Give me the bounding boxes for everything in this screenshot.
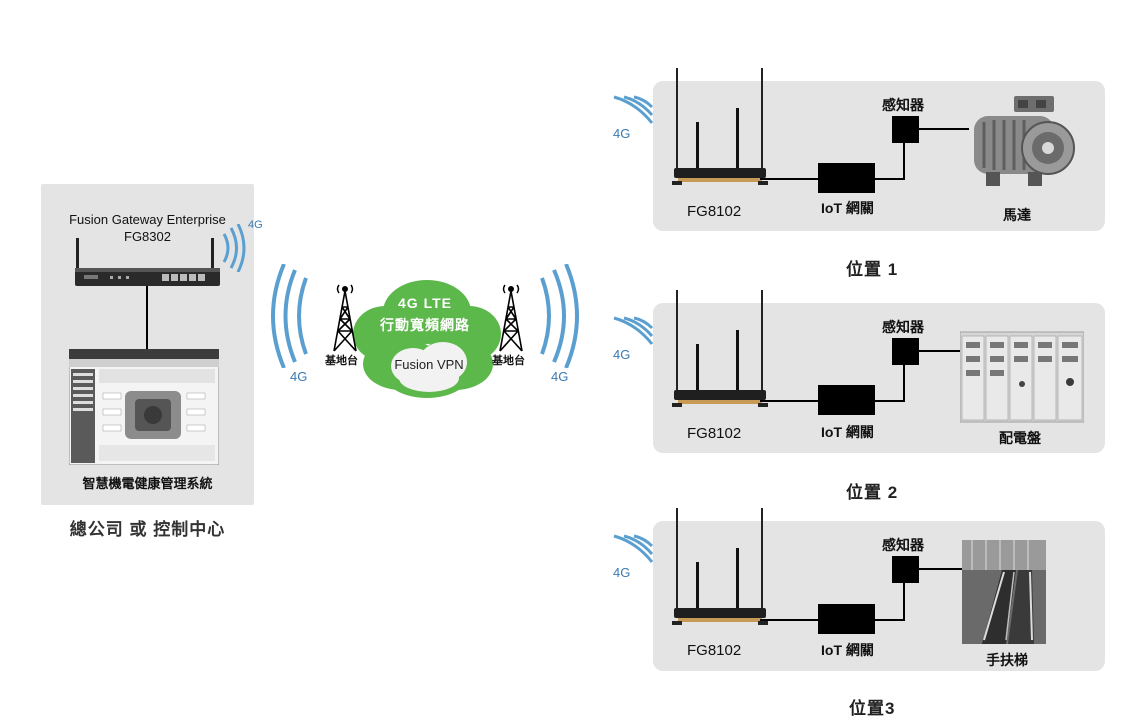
site-2-device-label: FG8102 [687, 425, 742, 442]
left-tower-label: 基地台 [325, 355, 358, 367]
site-2-sensor-box [892, 338, 919, 365]
site-3-sensor-link [919, 568, 963, 570]
site-2-iot-link-v [903, 362, 905, 402]
left-cell-tower-icon [333, 284, 357, 352]
rack-gateway-icon [75, 238, 220, 286]
site-2-iot-gateway-box [818, 385, 875, 415]
management-screen-icon [69, 349, 219, 465]
site-1-iot-label: IoT 網關 [821, 200, 874, 216]
site-1-iot-gateway-box [818, 163, 875, 193]
lte-cloud-icon [353, 280, 501, 398]
site-3-iot-gateway-box [818, 604, 875, 634]
site-1-sensor-label: 感知器 [882, 97, 924, 113]
escalator-icon [962, 540, 1046, 644]
site-3-signal-icon [613, 534, 654, 563]
site-3-target-label: 手扶梯 [986, 652, 1028, 668]
site-3-position-label: 位置3 [849, 699, 896, 718]
site-2-signal-label: 4G [613, 347, 631, 362]
hq-signal-label: 4G [248, 219, 263, 231]
site-3-iot-label: IoT 網關 [821, 642, 874, 658]
site-2-router-icon [672, 290, 768, 407]
site-2-position-label: 位置 2 [846, 483, 899, 502]
left-signal-icon [271, 264, 308, 368]
cloud-title-line1: 4G LTE [398, 295, 452, 311]
left-signal-label: 4G [290, 369, 308, 384]
hq-caption: 總公司 或 控制中心 [69, 520, 226, 539]
site-2-iot-link-h [875, 400, 905, 402]
site-2-signal-icon [613, 316, 654, 345]
site-1-sensor-link [919, 128, 969, 130]
right-signal-label: 4G [551, 369, 569, 384]
site-1-signal-label: 4G [613, 126, 631, 141]
site-1-target-label: 馬達 [1003, 207, 1031, 223]
hq-gateway-model: FG8302 [124, 229, 171, 244]
right-signal-icon [540, 264, 579, 368]
right-cell-tower-icon [499, 284, 523, 352]
site-2-iot-label: IoT 網關 [821, 424, 874, 440]
hq-gateway-title: Fusion Gateway Enterprise FG8302 [41, 211, 254, 245]
site-3-router-icon [672, 508, 768, 625]
site-1-router-icon [672, 68, 768, 185]
site-1-sensor-box [892, 116, 919, 143]
site-1-iot-link-h [875, 178, 905, 180]
site-3-iot-link-v [903, 580, 905, 621]
site-1-iot-link-v [903, 140, 905, 180]
site-2-sensor-link [919, 350, 963, 352]
site-3-device-label: FG8102 [687, 642, 742, 659]
motor-icon [974, 96, 1075, 186]
site-3-signal-label: 4G [613, 565, 631, 580]
vpn-label: Fusion VPN [394, 357, 464, 372]
site-3-sensor-box [892, 556, 919, 583]
site-1-device-label: FG8102 [687, 203, 742, 220]
site-1-signal-icon [613, 95, 654, 124]
switchboard-icon [960, 331, 1084, 423]
site-2-target-label: 配電盤 [999, 430, 1041, 446]
hq-signal-icon [222, 224, 246, 272]
site-3-router-link [760, 619, 819, 621]
site-2-sensor-label: 感知器 [882, 319, 924, 335]
cloud-title-line2: 行動寬頻網路 [380, 317, 470, 333]
hq-link-line [146, 286, 148, 350]
hq-gateway-name: Fusion Gateway Enterprise [69, 212, 226, 227]
site-1-router-link [760, 178, 819, 180]
site-1-position-label: 位置 1 [846, 260, 899, 279]
hq-system-name: 智慧機電健康管理系統 [82, 476, 213, 491]
site-3-sensor-label: 感知器 [882, 537, 924, 553]
right-tower-label: 基地台 [492, 355, 525, 367]
site-2-router-link [760, 400, 819, 402]
site-3-iot-link-h [875, 619, 905, 621]
